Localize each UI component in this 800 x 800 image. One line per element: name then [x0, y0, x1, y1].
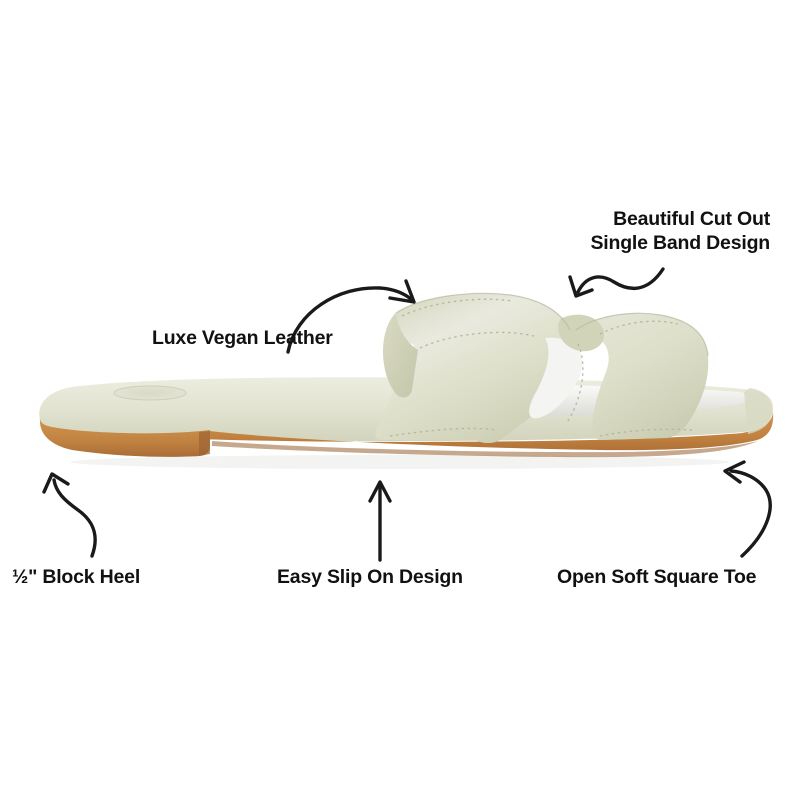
annotation-label-open-soft-square-toe: Open Soft Square Toe	[557, 566, 757, 590]
upper-band-left-strap	[375, 293, 575, 443]
cutout-line-1: Beautiful Cut Out	[613, 208, 770, 230]
band-cutout-opening	[529, 337, 583, 419]
heel-line-1: ½" Block Heel	[12, 566, 141, 588]
band-outlines	[395, 292, 709, 357]
outsole-bottom-edge	[212, 441, 758, 458]
leather-line-1: Luxe Vegan Leather	[152, 327, 333, 349]
upper-band-right-strap	[576, 313, 709, 440]
brand-logo-emboss	[113, 385, 187, 401]
square-toe-edge	[744, 388, 772, 434]
band-knot-junction	[558, 314, 605, 352]
annotation-label-luxe-vegan-leather: Luxe Vegan Leather	[152, 327, 333, 351]
outsole	[40, 412, 774, 456]
heel-block-step	[199, 431, 210, 456]
heel-block	[39, 419, 211, 457]
annotation-label-block-heel: ½" Block Heel	[12, 566, 140, 590]
annotation-label-cut-out-single-band: Beautiful Cut Out Single Band Design	[590, 208, 770, 256]
cutout-line-2: Single Band Design	[590, 231, 770, 254]
slipon-line-1: Easy Slip On Design	[277, 566, 463, 588]
annotation-label-easy-slip-on-design: Easy Slip On Design	[277, 566, 463, 590]
toe-line-1: Open Soft Square Toe	[557, 566, 757, 588]
ground-shadow	[70, 455, 730, 469]
band-stitching	[389, 298, 693, 437]
